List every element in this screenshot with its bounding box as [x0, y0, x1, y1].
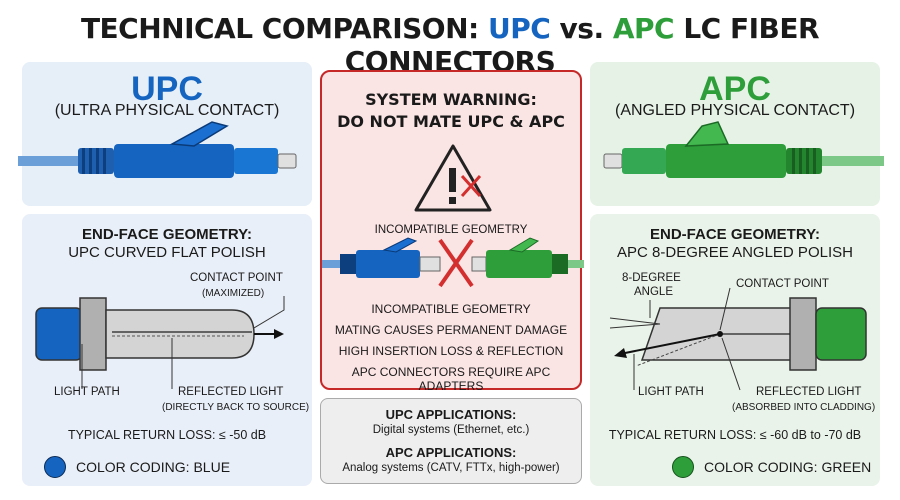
upc-reflected-note: (DIRECTLY BACK TO SOURCE): [162, 402, 310, 413]
upc-return-loss: TYPICAL RETURN LOSS: ≤ -50 dB: [67, 428, 267, 442]
upc-connector-illustration: [18, 121, 297, 178]
apc-header-panel: APC (ANGLED PHYSICAL CONTACT): [590, 62, 884, 206]
upc-reflected-label: REFLECTED LIGHT: [178, 386, 284, 398]
apc-applications-text: Analog systems (CATV, FTTx, high-power): [342, 462, 560, 474]
upc-contact-note: (MAXIMIZED): [202, 288, 265, 299]
upc-subtitle: (ULTRA PHYSICAL CONTACT): [54, 102, 280, 119]
apc-endface-title: END-FACE GEOMETRY:: [649, 226, 820, 243]
title-upc: UPC: [487, 12, 551, 45]
apc-endface-desc: APC 8-DEGREE ANGLED POLISH: [617, 244, 853, 261]
apc-applications-heading: APC APPLICATIONS:: [385, 445, 517, 460]
title-suffix: LC FIBER CONNECTORS: [344, 12, 820, 78]
warning-triangle-icon: [414, 144, 492, 212]
upc-header-panel: UPC (ULTRA PHYSICAL CONTACT): [18, 62, 312, 206]
mismatched-connectors-illustration: [322, 237, 584, 288]
apc-return-loss: TYPICAL RETURN LOSS: ≤ -60 dB to -70 dB: [608, 428, 862, 442]
upc-endface-panel: END-FACE GEOMETRY: UPC CURVED FLAT POLIS…: [22, 214, 312, 486]
upc-color-swatch: [44, 456, 66, 478]
system-warning-panel: SYSTEM WARNING: DO NOT MATE UPC & APC IN…: [320, 70, 584, 393]
upc-light-path-label: LIGHT PATH: [54, 386, 120, 398]
warning-line-3: HIGH INSERTION LOSS & REFLECTION: [338, 344, 564, 358]
upc-applications-heading: UPC APPLICATIONS:: [385, 407, 517, 422]
apc-angle-label-1: 8-DEGREE: [622, 272, 681, 284]
title-prefix: TECHNICAL COMPARISON:: [80, 12, 488, 45]
title-apc: APC: [612, 12, 675, 45]
apc-reflected-note: (ABSORBED INTO CLADDING): [732, 402, 876, 413]
warning-title-1: SYSTEM WARNING:: [365, 90, 537, 109]
warning-caption: INCOMPATIBLE GEOMETRY: [374, 224, 528, 236]
apc-endface-diagram: [609, 287, 867, 391]
apc-light-path-label: LIGHT PATH: [638, 386, 704, 398]
apc-contact-point-label: CONTACT POINT: [736, 278, 829, 290]
upc-endface-desc: UPC CURVED FLAT POLISH: [68, 244, 266, 261]
apc-name: APC: [699, 70, 771, 108]
apc-angle-label-2: ANGLE: [634, 286, 673, 298]
page-title: TECHNICAL COMPARISON: UPC vs. APC LC FIB…: [0, 12, 900, 78]
warning-line-4: APC CONNECTORS REQUIRE APC ADAPTERS: [351, 365, 551, 393]
upc-contact-point-label: CONTACT POINT: [190, 272, 283, 284]
apc-connector-illustration: [603, 121, 884, 178]
warning-line-2: MATING CAUSES PERMANENT DAMAGE: [334, 323, 568, 337]
upc-color-coding: COLOR CODING: BLUE: [76, 459, 231, 475]
upc-name: UPC: [131, 70, 203, 108]
apc-reflected-label: REFLECTED LIGHT: [756, 386, 862, 398]
apc-color-swatch: [672, 456, 694, 478]
upc-endface-title: END-FACE GEOMETRY:: [81, 226, 252, 243]
title-vs: vs.: [550, 12, 613, 45]
upc-applications-text: Digital systems (Ethernet, etc.): [372, 424, 530, 436]
apc-endface-panel: END-FACE GEOMETRY: APC 8-DEGREE ANGLED P…: [590, 214, 880, 486]
apc-subtitle: (ANGLED PHYSICAL CONTACT): [614, 102, 856, 119]
warning-line-1: INCOMPATIBLE GEOMETRY: [371, 302, 531, 316]
warning-title-2: DO NOT MATE UPC & APC: [337, 112, 565, 131]
apc-color-coding: COLOR CODING: GREEN: [704, 459, 872, 475]
applications-panel: UPC APPLICATIONS: Digital systems (Ether…: [320, 398, 582, 484]
upc-endface-diagram: [35, 296, 285, 389]
